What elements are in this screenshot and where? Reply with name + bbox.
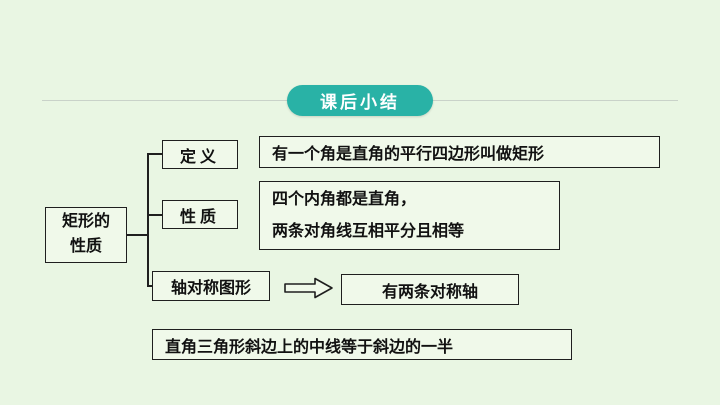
connector-vertical	[147, 153, 149, 287]
definition-label-box: 定义	[162, 140, 238, 169]
connector-tick-symmetry	[147, 285, 153, 287]
properties-label-box: 性质	[162, 200, 238, 229]
summary-badge: 课后小结	[287, 85, 433, 116]
axis-symmetry-label-box: 轴对称图形	[152, 271, 270, 301]
properties-content-box: 四个内角都是直角， 两条对角线互相平分且相等	[259, 181, 560, 250]
root-box-line2: 性质	[69, 238, 102, 255]
root-box-line1: 矩形的	[61, 213, 110, 231]
properties-line-2: 两条对角线互相平分且相等	[272, 222, 465, 240]
properties-line-1: 四个内角都是直角，	[272, 190, 417, 208]
connector-tick-properties	[147, 214, 162, 216]
connector-stem	[127, 234, 147, 236]
root-box: 矩形的 性质	[45, 207, 127, 263]
connector-tick-definition	[147, 153, 162, 155]
median-property-box: 直角三角形斜边上的中线等于斜边的一半	[152, 329, 572, 360]
definition-content-box: 有一个角是直角的平行四边形叫做矩形	[259, 136, 660, 168]
axis-symmetry-content-box: 有两条对称轴	[341, 274, 519, 305]
double-arrow-icon	[284, 277, 333, 299]
